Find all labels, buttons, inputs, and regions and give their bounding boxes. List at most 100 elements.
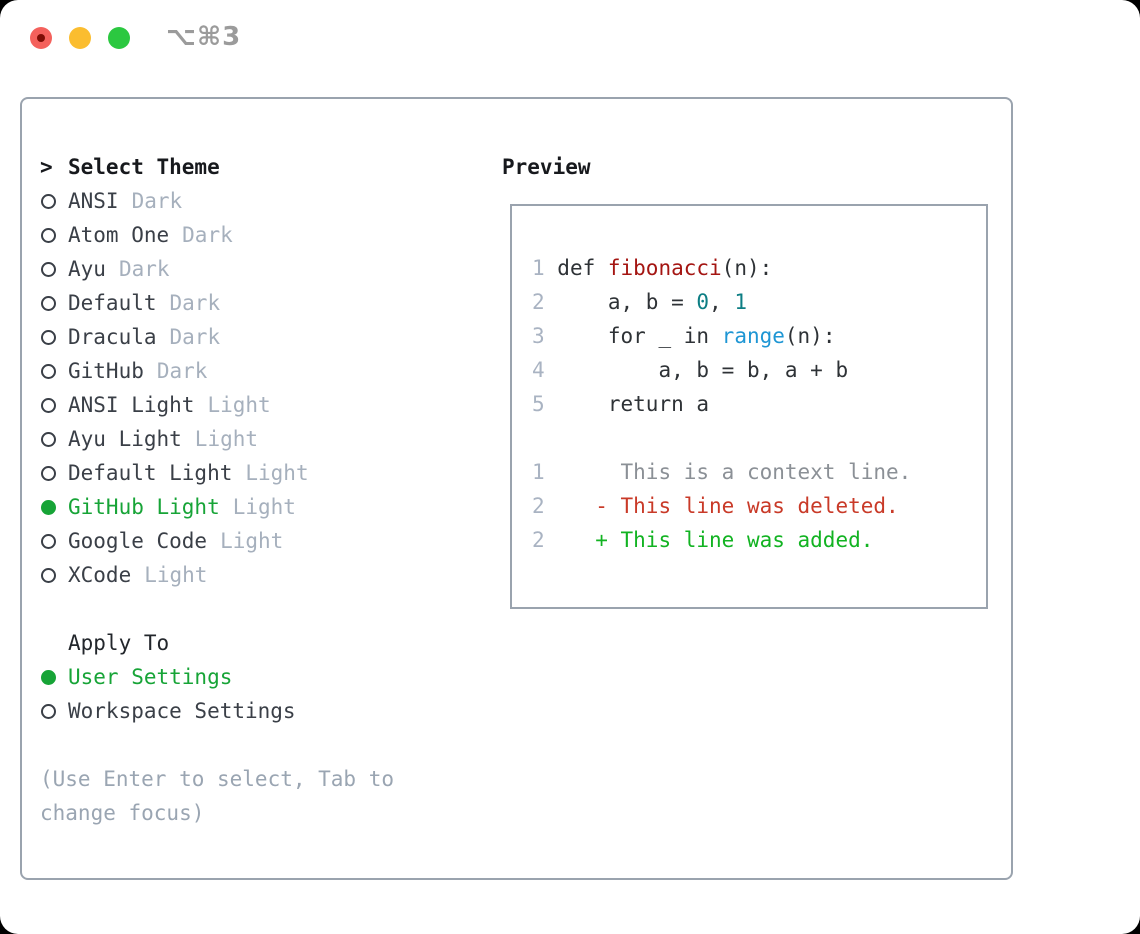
radio-cell	[40, 252, 68, 286]
theme-name: GitHub Light	[68, 495, 220, 519]
theme-option-ansi[interactable]: ANSI Dark	[40, 184, 394, 218]
apply-option-user-settings[interactable]: User Settings	[40, 660, 394, 694]
code-token: 0	[696, 290, 710, 314]
line-number: 1	[532, 460, 558, 484]
code-token: a, b = b, a + b	[557, 358, 849, 382]
line-number: 3	[532, 324, 558, 348]
code-token: a, b =	[557, 290, 697, 314]
radio-selected-icon	[41, 500, 56, 515]
theme-variant: Light	[220, 529, 284, 553]
hint-line-2: change focus)	[40, 801, 205, 825]
radio-icon	[41, 398, 56, 413]
apply-option-label: Workspace Settings	[68, 699, 296, 723]
theme-name: ANSI Light	[68, 393, 195, 417]
theme-variant: Dark	[156, 359, 208, 383]
theme-variant: Dark	[118, 257, 170, 281]
close-dot-icon	[37, 34, 45, 42]
code-line: 4 a, b = b, a + b	[532, 353, 976, 387]
theme-variant: Dark	[182, 223, 233, 247]
radio-cell	[40, 286, 68, 320]
theme-option-ayu-light[interactable]: Ayu Light Light	[40, 422, 394, 456]
code-line: 2 a, b = 0, 1	[532, 285, 976, 319]
minimize-button[interactable]	[69, 27, 91, 49]
theme-variant: Light	[194, 427, 259, 451]
radio-icon	[41, 534, 56, 549]
radio-icon	[41, 704, 56, 719]
preview-title: Preview	[502, 155, 591, 179]
radio-cell	[40, 422, 68, 456]
radio-icon	[41, 194, 56, 209]
radio-cell	[40, 354, 68, 388]
maximize-button[interactable]	[108, 27, 130, 49]
radio-cell	[40, 660, 68, 694]
radio-cell	[40, 218, 68, 252]
theme-name: ANSI	[68, 189, 119, 213]
theme-variant: Light	[245, 461, 309, 485]
theme-option-github-light[interactable]: GitHub Light Light	[40, 490, 394, 524]
line-number: 2	[532, 290, 558, 314]
apply-option-label: User Settings	[68, 665, 233, 689]
code-token: (n):	[784, 324, 836, 348]
window-shortcut-label: ⌥⌘3	[166, 22, 242, 52]
radio-cell	[40, 320, 68, 354]
theme-name: Dracula	[68, 325, 157, 349]
select-theme-title: Select Theme	[68, 155, 220, 179]
theme-variant: Light	[207, 393, 271, 417]
code-token: + This line was added.	[557, 528, 874, 552]
radio-cell	[40, 524, 68, 558]
radio-selected-icon	[41, 670, 56, 685]
theme-option-xcode[interactable]: XCode Light	[40, 558, 394, 592]
theme-option-dracula[interactable]: Dracula Dark	[40, 320, 394, 354]
apply-to-indent	[40, 626, 68, 660]
apply-to-title: Apply To	[68, 631, 170, 655]
spacer	[40, 728, 394, 762]
radio-icon	[41, 432, 56, 447]
theme-name: XCode	[68, 563, 132, 587]
close-button[interactable]	[30, 27, 52, 49]
radio-cell	[40, 490, 68, 524]
radio-cell	[40, 558, 68, 592]
code-token: (n):	[721, 256, 773, 280]
select-theme-header: > Select Theme	[40, 150, 394, 184]
code-token: ,	[709, 290, 735, 314]
theme-variant: Dark	[131, 189, 183, 213]
radio-icon	[41, 568, 56, 583]
code-line	[532, 421, 976, 455]
theme-name: Ayu Light	[68, 427, 182, 451]
theme-option-atom-one[interactable]: Atom One Dark	[40, 218, 394, 252]
code-token: This is a context line.	[557, 460, 912, 484]
radio-icon	[41, 364, 56, 379]
theme-name: Default	[68, 291, 157, 315]
apply-option-workspace-settings[interactable]: Workspace Settings	[40, 694, 394, 728]
radio-cell	[40, 456, 68, 490]
theme-variant: Light	[144, 563, 208, 587]
line-number: 4	[532, 358, 558, 382]
theme-variant: Light	[232, 495, 296, 519]
radio-icon	[41, 228, 56, 243]
code-token: fibonacci	[607, 256, 722, 280]
keyboard-hint: (Use Enter to select, Tab to change focu…	[40, 762, 394, 830]
code-line: 5 return a	[532, 387, 976, 421]
radio-icon	[41, 262, 56, 277]
theme-option-ansi-light[interactable]: ANSI Light Light	[40, 388, 394, 422]
code-token: return a	[557, 392, 710, 416]
line-number: 1	[532, 256, 558, 280]
theme-name: Atom One	[68, 223, 170, 247]
theme-variant: Dark	[169, 325, 221, 349]
window-titlebar: ⌥⌘3	[0, 0, 1140, 70]
radio-cell	[40, 184, 68, 218]
theme-name: Google Code	[68, 529, 208, 553]
code-line: 2 - This line was deleted.	[532, 489, 976, 523]
theme-option-google-code[interactable]: Google Code Light	[40, 524, 394, 558]
spacer	[40, 592, 394, 626]
code-line: 1 def fibonacci(n):	[532, 251, 976, 285]
